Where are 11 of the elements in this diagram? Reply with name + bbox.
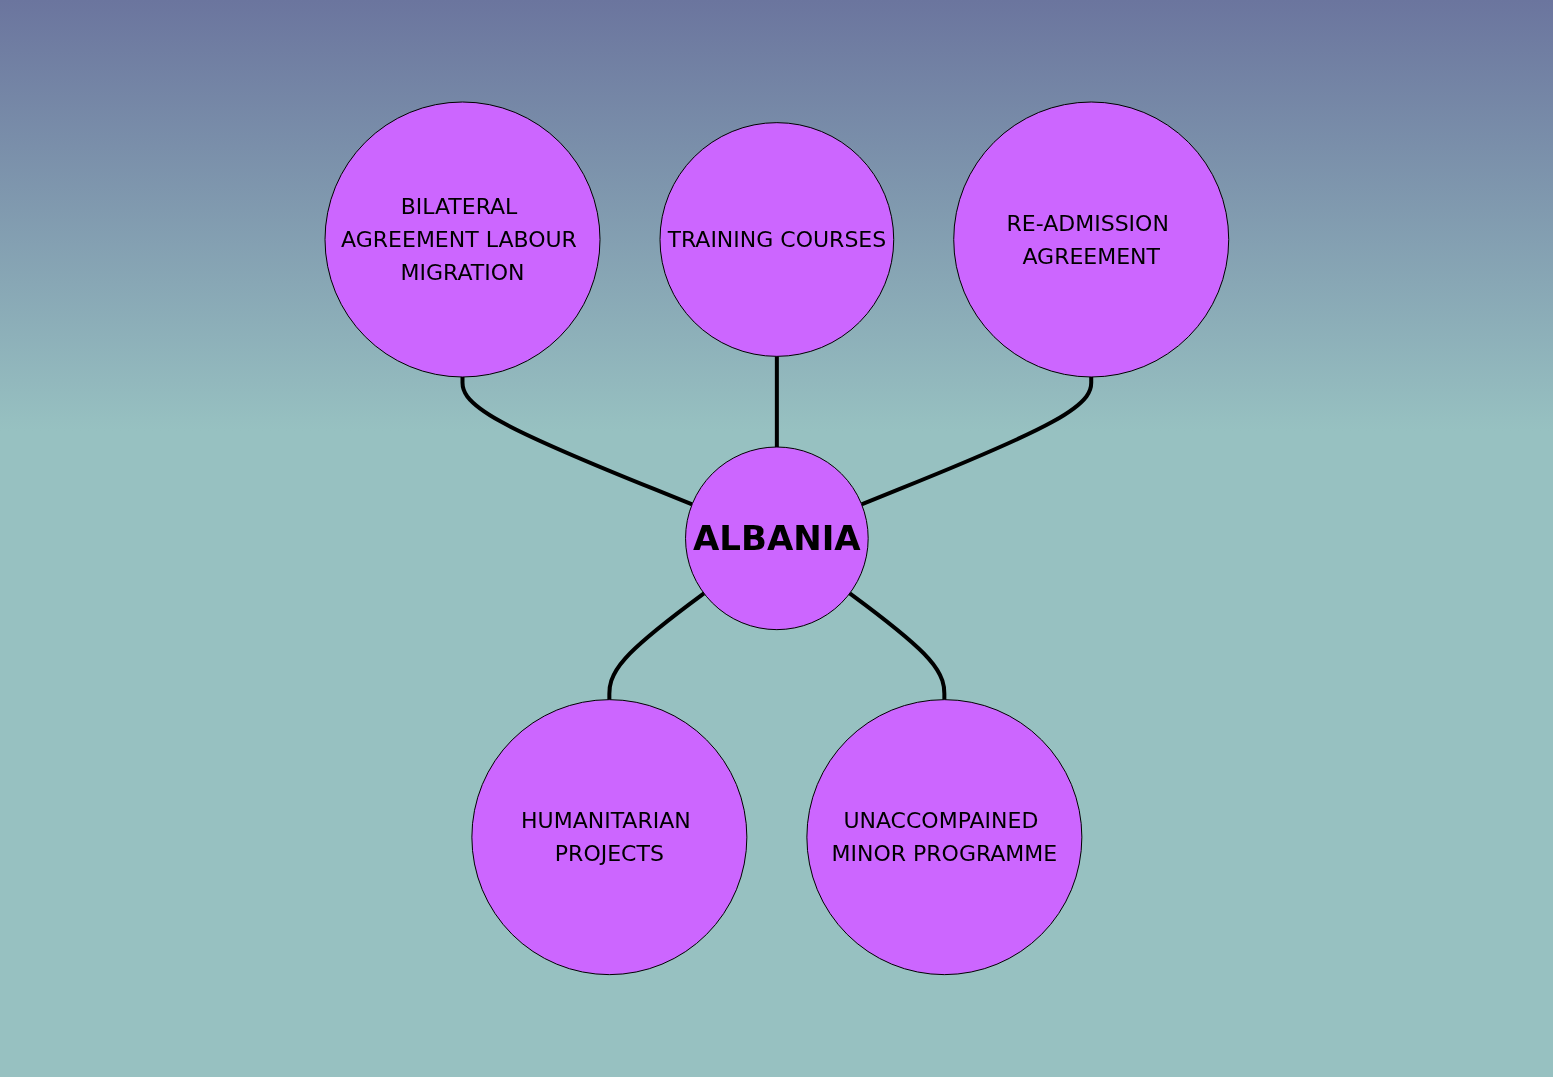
connector [460, 377, 693, 507]
node-circle: RE-ADMISSION AGREEMENT [952, 101, 1229, 378]
node-circle: BILATERAL AGREEMENT LABOUR MIGRATION [324, 101, 601, 378]
connector [860, 377, 1093, 507]
node-circle: ALBANIA [684, 446, 869, 631]
node-circle: HUMANITARIAN PROJECTS [471, 699, 747, 976]
connector [774, 356, 779, 448]
node-circle: TRAINING COURSES [659, 122, 894, 358]
node-circle: UNACCOMPAINED MINOR PROGRAMME [806, 699, 1082, 976]
connector [607, 591, 705, 700]
connector [848, 591, 946, 700]
